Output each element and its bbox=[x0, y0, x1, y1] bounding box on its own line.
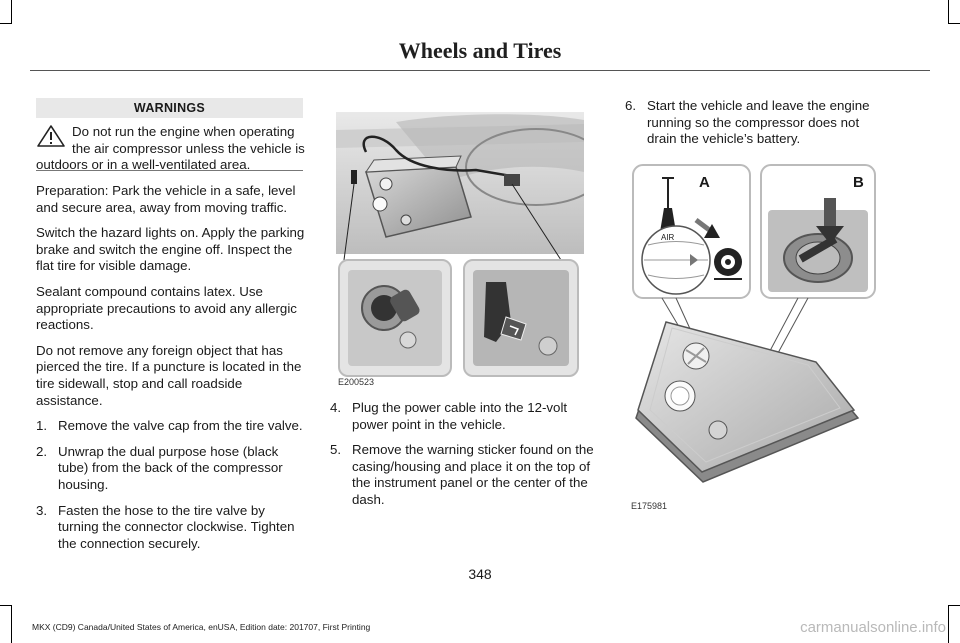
air-label: AIR bbox=[661, 233, 675, 242]
warnings-heading: WARNINGS bbox=[36, 98, 303, 118]
crop-mark bbox=[11, 0, 12, 24]
callout-label-b: B bbox=[853, 174, 864, 191]
compressor-connection-illustration bbox=[336, 112, 584, 377]
steps-list-middle: 4.Plug the power cable into the 12-volt … bbox=[330, 400, 602, 509]
crop-mark bbox=[0, 605, 12, 606]
paragraph-preparation: Preparation: Park the vehicle in a safe,… bbox=[36, 183, 296, 215]
warning-triangle-icon bbox=[37, 125, 65, 147]
steps-list-left: 1.Remove the valve cap from the tire val… bbox=[36, 418, 306, 552]
crop-mark bbox=[948, 605, 960, 606]
compressor-switch-illustration bbox=[632, 164, 876, 483]
edition-footer: MKX (CD9) Canada/United States of Americ… bbox=[32, 622, 371, 632]
header-rule bbox=[30, 70, 930, 71]
crop-mark bbox=[948, 0, 949, 24]
step-item: 1.Remove the valve cap from the tire val… bbox=[36, 418, 303, 434]
middle-column: 4.Plug the power cable into the 12-volt … bbox=[330, 400, 602, 518]
step-item: 4.Plug the power cable into the 12-volt … bbox=[330, 400, 568, 432]
watermark: carmanualsonline.info bbox=[800, 619, 946, 636]
step-item: 2.Unwrap the dual purpose hose (black tu… bbox=[36, 443, 283, 492]
page-title: Wheels and Tires bbox=[398, 38, 562, 63]
warnings-box: Do not run the engine when operating the… bbox=[36, 124, 306, 174]
crop-mark bbox=[11, 605, 12, 643]
step-item: 3.Fasten the hose to the tire valve by t… bbox=[36, 502, 295, 551]
warnings-rule bbox=[36, 170, 303, 171]
crop-mark bbox=[948, 605, 949, 643]
paragraph-hazard-lights: Switch the hazard lights on. Apply the p… bbox=[36, 225, 305, 274]
step-item: 5.Remove the warning sticker found on th… bbox=[330, 442, 594, 507]
right-column: 6.Start the vehicle and leave the engine… bbox=[625, 98, 887, 157]
page-number: 348 bbox=[468, 566, 492, 582]
left-column: Preparation: Park the vehicle in a safe,… bbox=[36, 183, 306, 561]
step-item: 6.Start the vehicle and leave the engine… bbox=[625, 98, 870, 147]
warning-text: Do not run the engine when operating the… bbox=[36, 124, 305, 173]
crop-mark bbox=[0, 23, 12, 24]
paragraph-latex: Sealant compound contains latex. Use app… bbox=[36, 283, 297, 333]
callout-label-a: A bbox=[699, 174, 710, 191]
figure-id-right: E175981 bbox=[631, 501, 668, 511]
steps-list-right: 6.Start the vehicle and leave the engine… bbox=[625, 98, 887, 148]
paragraph-foreign-object: Do not remove any foreign object that ha… bbox=[36, 342, 302, 408]
crop-mark bbox=[948, 23, 960, 24]
figure-id-middle: E200523 bbox=[338, 377, 375, 387]
